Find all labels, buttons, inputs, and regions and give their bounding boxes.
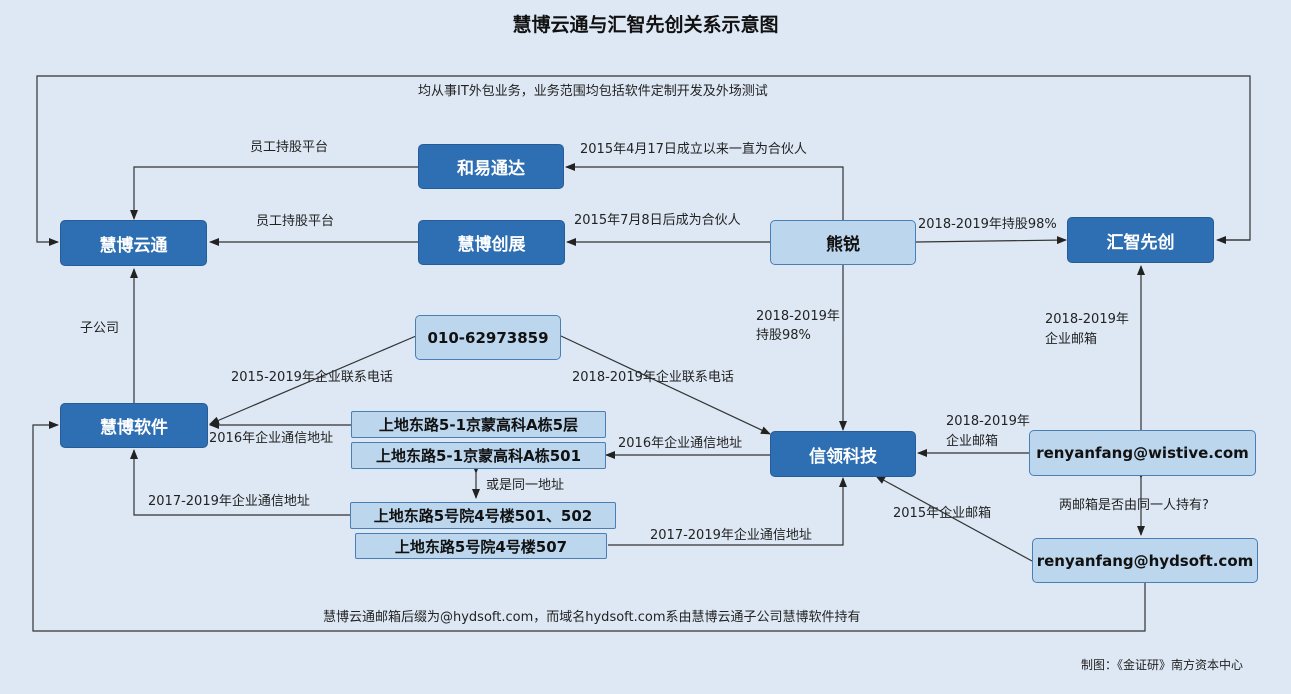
label-same-address: 或是同一地址 [486,478,565,493]
hydsoft-to-xinlingkeji [875,475,1033,562]
node-addr3: 上地东路5号院4号楼501、502 [350,502,616,529]
label-addr-xinling-2017: 2017-2019年企业通信地址 [650,528,812,543]
label-bottom-loop: 慧博云通邮箱后缀为@hydsoft.com，而域名hydsoft.com系由慧博… [323,610,861,625]
phone-to-xinlingkeji [560,335,771,435]
label-mail-xinling-2: 企业邮箱 [946,434,999,449]
xiongrui-to-heyitongda [565,163,844,220]
node-huiboruanjian: 慧博软件 [60,403,208,448]
node-heyitongda: 和易通达 [418,144,564,189]
addr4-to-xinlingkeji [608,477,847,546]
label-mail-huizhi-2: 企业邮箱 [1045,332,1098,347]
label-addr-huibo-2016: 2016年企业通信地址 [209,431,334,446]
label-mail-2015: 2015年企业邮箱 [893,506,992,521]
node-phone: 010-62973859 [415,315,561,360]
label-top-loop: 均从事IT外包业务，业务范围均包括软件定制开发及外场测试 [418,84,768,99]
node-addr1: 上地东路5-1京蒙高科A栋5层 [351,411,606,438]
diagram-title: 慧博云通与汇智先创关系示意图 [512,14,779,36]
footer-credit: 制图：《金证研》南方资本中心 [1080,658,1243,672]
node-addr4: 上地东路5号院4号楼507 [355,533,607,559]
phone-to-huiboruanjian [209,335,417,425]
label-same-person: 两邮箱是否由同一人持有? [1059,498,1209,513]
label-partner-1: 2015年4月17日成立以来一直为合伙人 [580,142,807,157]
node-huibochuangzhan: 慧博创展 [418,220,565,265]
xiongrui-to-huizhixianchuang [915,236,1067,245]
label-hold-huizhi: 2018-2019年持股98% [918,217,1057,232]
label-addr-huibo-2017: 2017-2019年企业通信地址 [148,494,310,509]
node-huiboyuntong: 慧博云通 [60,220,207,266]
node-addr2: 上地东路5-1京蒙高科A栋501 [351,442,606,469]
label-subsidiary: 子公司 [80,321,120,336]
addr3-to-huiboruanjian [130,449,350,516]
node-email-wistive: renyanfang@wistive.com [1029,430,1256,476]
label-phone-xinling: 2018-2019年企业联系电话 [572,370,734,385]
label-mail-xinling-1: 2018-2019年 [946,414,1030,429]
node-xinlingkeji: 信领科技 [770,431,916,477]
label-staff-1: 员工持股平台 [250,140,329,155]
node-xiongrui: 熊锐 [770,220,916,265]
label-mail-huizhi-1: 2018-2019年 [1045,312,1129,327]
label-hold-xinling-1: 2018-2019年 [756,309,840,324]
label-staff-2: 员工持股平台 [256,214,335,229]
label-addr-xinling-2016: 2016年企业通信地址 [618,436,743,451]
heyitongda-to-huiboyuntong [130,166,418,220]
node-huizhixianchuang: 汇智先创 [1067,217,1214,263]
label-partner-2: 2015年7月8日后成为合伙人 [574,213,741,228]
label-phone-huibo: 2015-2019年企业联系电话 [231,370,393,385]
bottom-loop-line [32,421,1146,632]
label-hold-xinling-2: 持股98% [756,328,811,343]
node-email-hydsoft: renyanfang@hydsoft.com [1032,538,1258,583]
